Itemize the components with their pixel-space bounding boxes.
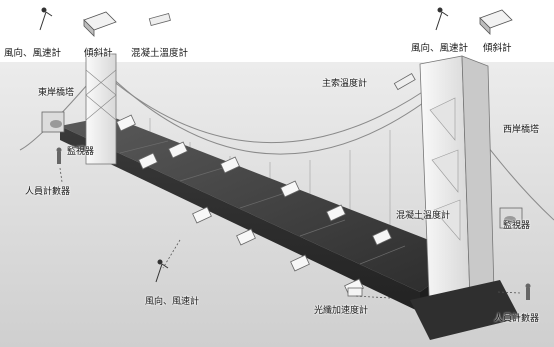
west-tower <box>410 55 520 340</box>
label-fiber-accel: 光纖加速度計 <box>314 306 369 316</box>
thermometer-icon <box>148 13 171 26</box>
label-left-monitor: 監視器 <box>67 147 95 157</box>
label-bottom-wind: 風向、風速計 <box>145 297 200 307</box>
tilt-meter-icon <box>479 9 513 35</box>
anemometer-icon <box>39 7 53 31</box>
label-left-counter: 人員計數器 <box>25 187 71 197</box>
anemometer-icon <box>155 259 169 283</box>
label-top-left-wind: 風向、風速計 <box>4 48 62 59</box>
east-tower <box>85 53 117 165</box>
people-counter-icon <box>56 147 62 164</box>
tilt-meter-icon <box>83 11 117 37</box>
label-top-left-tilt: 傾斜計 <box>84 48 113 59</box>
accelerometer-icon <box>347 287 363 297</box>
anemometer-icon <box>435 7 449 31</box>
label-main-cable-temp: 主索溫度計 <box>322 79 368 89</box>
label-right-monitor: 監視器 <box>503 221 531 231</box>
label-top-right-wind: 風向、風速計 <box>411 43 469 54</box>
label-mid-concrete-temp: 混凝土溫度計 <box>396 211 451 221</box>
camera-icon <box>41 111 65 133</box>
label-west-tower: 西岸橋塔 <box>503 125 540 135</box>
label-top-right-tilt: 傾斜計 <box>483 43 512 54</box>
leader-lines <box>59 167 521 299</box>
tower-base <box>410 280 520 340</box>
camera-icon <box>499 207 523 229</box>
label-east-tower: 東岸橋塔 <box>38 88 75 98</box>
label-right-counter: 人員計數器 <box>494 314 540 324</box>
label-top-left-concrete-temp: 混凝土溫度計 <box>131 48 189 59</box>
people-counter-icon <box>525 283 531 300</box>
thermometer-icon <box>393 72 416 91</box>
